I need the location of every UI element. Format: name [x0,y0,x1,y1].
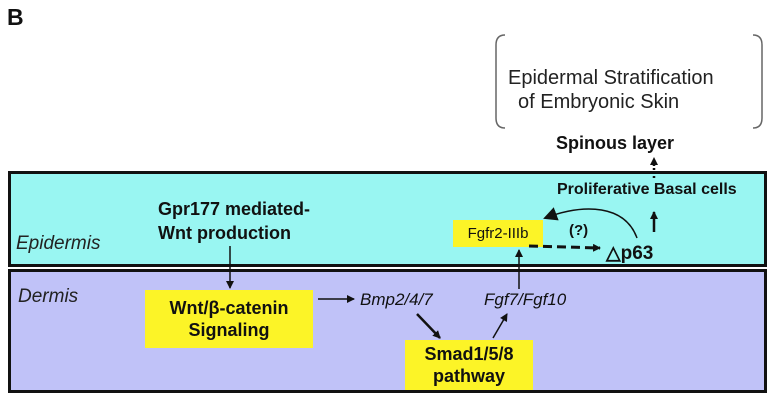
fgf-label: Fgf7/Fgf10 [484,290,567,309]
fgfr2-to-p63-dashed [528,243,601,252]
epidermis-layer [8,171,767,267]
p63-label: △p63 [606,243,654,264]
smad-to-fgf-arrow [492,313,508,339]
bmp-to-smad-arrow [416,313,441,339]
wnt-line2: Signaling [188,320,270,340]
question-mark-label: (?) [569,222,589,239]
outcome-line2: of Embryonic Skin [518,91,680,113]
outcome-bracket-left [495,34,506,129]
smad-line1: Smad1/5/8 [424,344,514,364]
spinous-layer-label: Spinous layer [556,133,675,153]
fgfr2-box: Fgfr2-IIIb [453,220,543,247]
outcome-line1: Epidermal Stratification [508,67,714,89]
gpr177-line1: Gpr177 mediated- [158,199,311,219]
epidermis-label: Epidermis [16,233,101,254]
proliferative-basal-label: Proliferative Basal cells [557,181,737,198]
dermis-layer [8,269,767,393]
panel-letter: B [7,4,24,30]
outcome-bracket-right [752,34,763,129]
gpr177-line2: Wnt production [158,223,291,243]
wnt-line1: Wnt/β-catenin [169,298,289,318]
bmp-label: Bmp2/4/7 [360,290,433,309]
p63-to-fgfr2-curve [543,207,638,239]
smad-pathway-box: Smad1/5/8 pathway [405,340,533,390]
fgfr2-label: Fgfr2-IIIb [467,225,529,242]
smad-line2: pathway [432,366,506,386]
wnt-signaling-box: Wnt/β-catenin Signaling [145,290,313,348]
dermis-label: Dermis [18,286,79,307]
